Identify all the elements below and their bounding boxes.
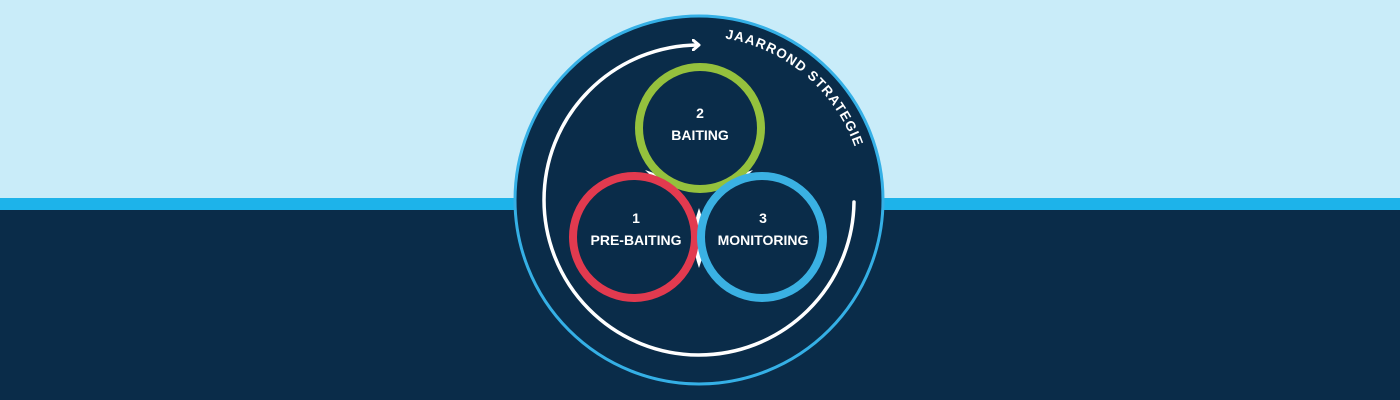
step-ring-pre-baiting: [569, 172, 699, 302]
step-ring-monitoring: [697, 172, 827, 302]
step-number-baiting: 2: [696, 105, 704, 121]
outer-disc: [513, 14, 885, 386]
step-number-pre-baiting: 1: [632, 210, 640, 226]
step-number-monitoring: 3: [759, 210, 767, 226]
step-ring-baiting: [635, 63, 765, 193]
step-label-baiting: BAITING: [671, 127, 729, 143]
step-label-pre-baiting: PRE-BAITING: [591, 232, 682, 248]
step-label-monitoring: MONITORING: [718, 232, 809, 248]
cycle-arrow-icon: [542, 45, 856, 357]
